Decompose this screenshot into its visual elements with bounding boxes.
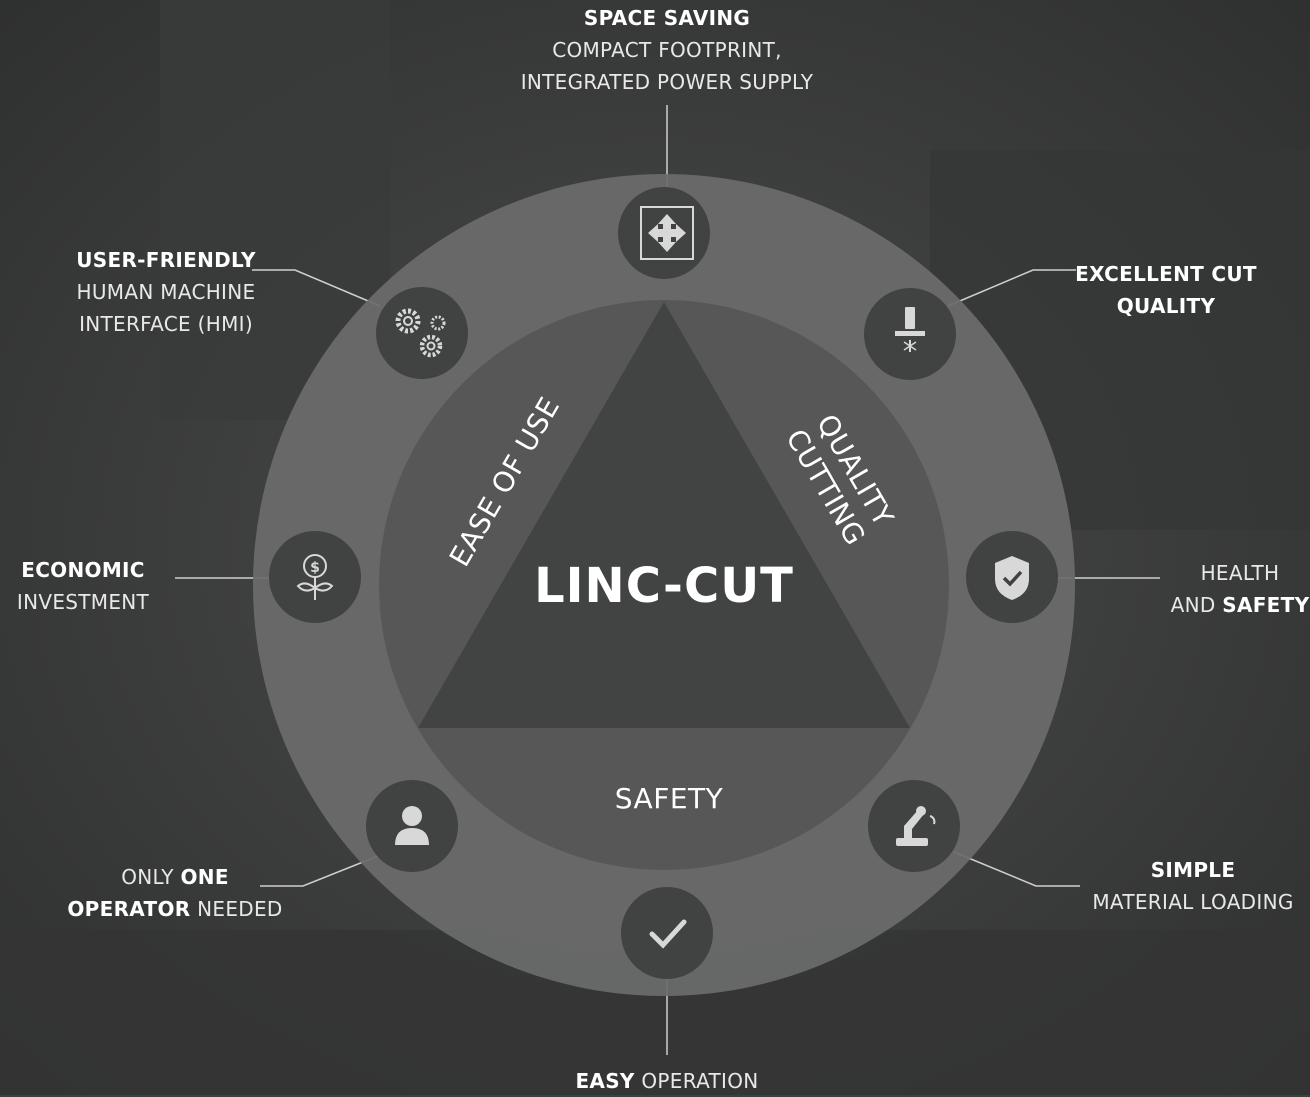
space-saving-line2: COMPACT FOOTPRINT,	[552, 38, 782, 62]
economic-bold: ECONOMIC	[21, 558, 145, 582]
one-operator-l1a: ONLY	[121, 865, 174, 889]
shield-check-icon	[995, 556, 1029, 600]
cut-quality-line1: EXCELLENT CUT	[1075, 262, 1257, 286]
label-cut-quality: EXCELLENT CUT QUALITY	[1066, 258, 1266, 322]
center-triangle	[418, 302, 910, 728]
label-health-safety: HEALTH AND SAFETY	[1160, 557, 1310, 621]
move-arrows-icon-shape	[648, 214, 686, 252]
svg-text:$: $	[310, 560, 320, 576]
one-operator-l1b: ONE	[180, 865, 229, 889]
economic-line2: INVESTMENT	[16, 590, 150, 614]
material-loading-bold: SIMPLE	[1150, 858, 1236, 882]
label-space-saving: SPACE SAVING COMPACT FOOTPRINT, INTEGRAT…	[467, 2, 867, 98]
cut-quality-line2: QUALITY	[1116, 294, 1216, 318]
health-line1: HEALTH	[1200, 561, 1280, 585]
checkmark-icon	[649, 919, 687, 949]
user-icon	[395, 806, 429, 845]
user-friendly-line2: HUMAN MACHINE	[76, 280, 256, 304]
label-material-loading: SIMPLE MATERIAL LOADING	[1083, 854, 1303, 918]
gears-icon	[395, 308, 446, 358]
label-easy-operation: EASY OPERATION	[517, 1065, 817, 1097]
move-arrows-icon	[640, 206, 694, 260]
pillar-safety: SAFETY	[614, 782, 724, 815]
health-safety-bold: SAFETY	[1222, 593, 1310, 617]
label-user-friendly: USER-FRIENDLY HUMAN MACHINE INTERFACE (H…	[56, 244, 276, 340]
label-economic: ECONOMIC INVESTMENT	[3, 554, 163, 618]
material-loading-line2: MATERIAL LOADING	[1092, 890, 1294, 914]
space-saving-title: SPACE SAVING	[583, 6, 751, 30]
user-friendly-bold: USER-FRIENDLY	[76, 248, 256, 272]
laser-nozzle-icon	[895, 307, 925, 352]
space-saving-line3: INTEGRATED POWER SUPPLY	[520, 70, 814, 94]
label-one-operator: ONLY ONE OPERATOR NEEDED	[65, 861, 285, 925]
easy-bold: EASY	[575, 1069, 635, 1093]
health-and: AND	[1170, 593, 1216, 617]
user-friendly-line3: INTERFACE (HMI)	[79, 312, 253, 336]
user-friendly-circle	[376, 287, 468, 379]
easy-rest: OPERATION	[641, 1069, 759, 1093]
easy-operation-circle	[621, 887, 713, 979]
robot-arm-icon	[896, 806, 936, 846]
one-operator-l2b: NEEDED	[197, 897, 283, 921]
money-plant-icon	[296, 554, 334, 600]
one-operator-l2a: OPERATOR	[67, 897, 191, 921]
core-title: LINC-CUT	[534, 558, 794, 614]
